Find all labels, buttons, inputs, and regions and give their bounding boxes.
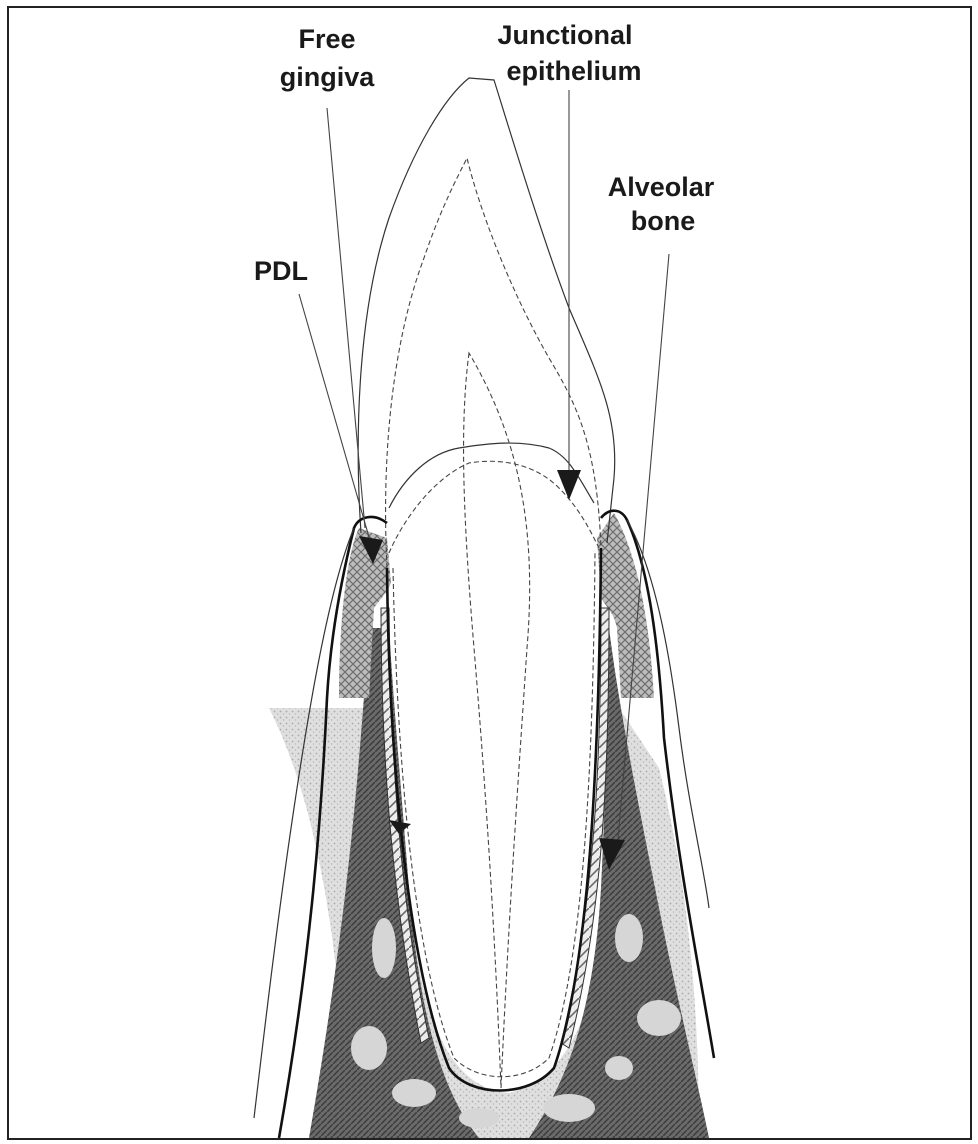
tooth-cross-section-diagram: Free gingiva Junctional epithelium Alveo… [9, 8, 970, 1138]
junctional-epithelium-label-line1: Junctional [497, 20, 632, 50]
alveolar-bone-label-line1: Alveolar [608, 172, 715, 202]
alveolar-bone-label-line2: bone [631, 206, 696, 236]
pdl-label: PDL [254, 256, 308, 286]
tooth-diagram-figure: Free gingiva Junctional epithelium Alveo… [7, 6, 972, 1140]
free-gingiva-label-line1: Free [298, 24, 355, 54]
pulp-canal[interactable] [464, 353, 530, 1088]
free-gingiva-label-line2: gingiva [280, 62, 375, 92]
pdl-leader [299, 294, 371, 544]
free-gingiva-leader [327, 108, 365, 528]
junctional-epithelium-label-line2: epithelium [506, 56, 641, 86]
junctional-epithelium-arrowhead [557, 470, 581, 500]
